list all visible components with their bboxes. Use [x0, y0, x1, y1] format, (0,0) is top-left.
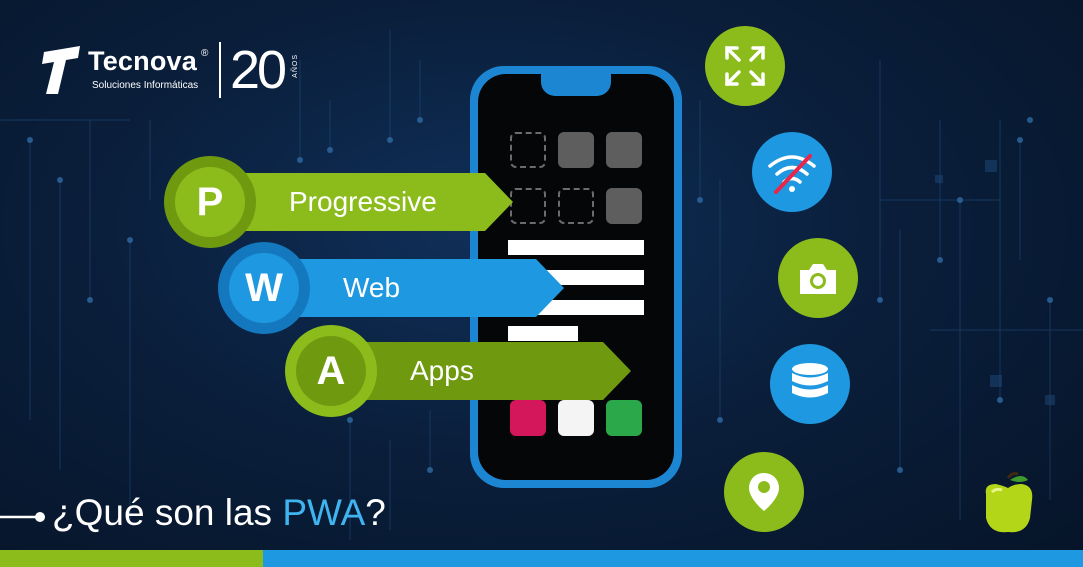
- question-suffix: ?: [365, 492, 386, 533]
- location-pin-icon: [749, 473, 779, 511]
- ribbon-apps: Apps: [305, 342, 633, 400]
- app-tile-green: [606, 400, 642, 436]
- ribbon-web: Web: [240, 259, 566, 317]
- ribbon-arrow: [240, 259, 564, 317]
- phone-notch: [541, 74, 611, 96]
- placeholder-tile: [510, 132, 546, 168]
- anniversary-word: AÑOS: [292, 54, 299, 78]
- registered-mark: ®: [201, 48, 209, 59]
- pointer-line-icon: [0, 512, 45, 522]
- acronym-word: Progressive: [289, 186, 437, 217]
- acronym-letter: A: [316, 348, 346, 393]
- camera-icon: [800, 264, 836, 294]
- ribbon-arrow: [305, 342, 631, 400]
- placeholder-tile: [558, 188, 594, 224]
- letter-badge-w: W: [218, 242, 310, 334]
- app-tile: [606, 188, 642, 224]
- ribbon-arrow: [185, 173, 513, 231]
- wifi-off-icon: [768, 154, 816, 194]
- bottom-bar-green: [0, 550, 263, 567]
- tecnova-mark-icon: [42, 46, 80, 94]
- app-tile-red: [510, 400, 546, 436]
- brand-tagline: Soluciones Informáticas: [92, 80, 199, 91]
- apple-mascot-icon: [985, 472, 1033, 533]
- anniversary-years: 20: [230, 40, 287, 100]
- content-line: [508, 326, 578, 341]
- bottom-color-bar: [0, 550, 1083, 567]
- acronym-letter: W: [245, 265, 283, 310]
- letter-badge-a: A: [285, 325, 377, 417]
- brand-name: Tecnova: [88, 46, 197, 76]
- feature-storage: [770, 344, 850, 424]
- acronym-word: Web: [343, 272, 401, 303]
- question-prefix: ¿Qué son las: [52, 492, 283, 533]
- feature-camera: [778, 238, 858, 318]
- feature-expand: [705, 26, 785, 106]
- placeholder-tile: [510, 188, 546, 224]
- app-tile: [606, 132, 642, 168]
- letter-badge-p: P: [164, 156, 256, 248]
- question-highlight: PWA: [282, 492, 366, 533]
- feature-location: [724, 452, 804, 532]
- database-icon: [792, 363, 828, 398]
- app-tile: [558, 132, 594, 168]
- content-line: [508, 240, 644, 255]
- expand-icon: [725, 46, 765, 86]
- ribbon-progressive: Progressive: [185, 173, 515, 231]
- bottom-bar-blue: [263, 550, 1083, 567]
- tecnova-logo: Tecnova ® Soluciones Informáticas 20 AÑO…: [40, 40, 320, 102]
- feature-offline: [752, 132, 832, 212]
- acronym-letter: P: [196, 179, 224, 224]
- logo-divider: [219, 42, 221, 98]
- acronym-word: Apps: [410, 355, 474, 386]
- app-tile-white: [558, 400, 594, 436]
- headline-question: ¿Qué son las PWA?: [52, 492, 386, 534]
